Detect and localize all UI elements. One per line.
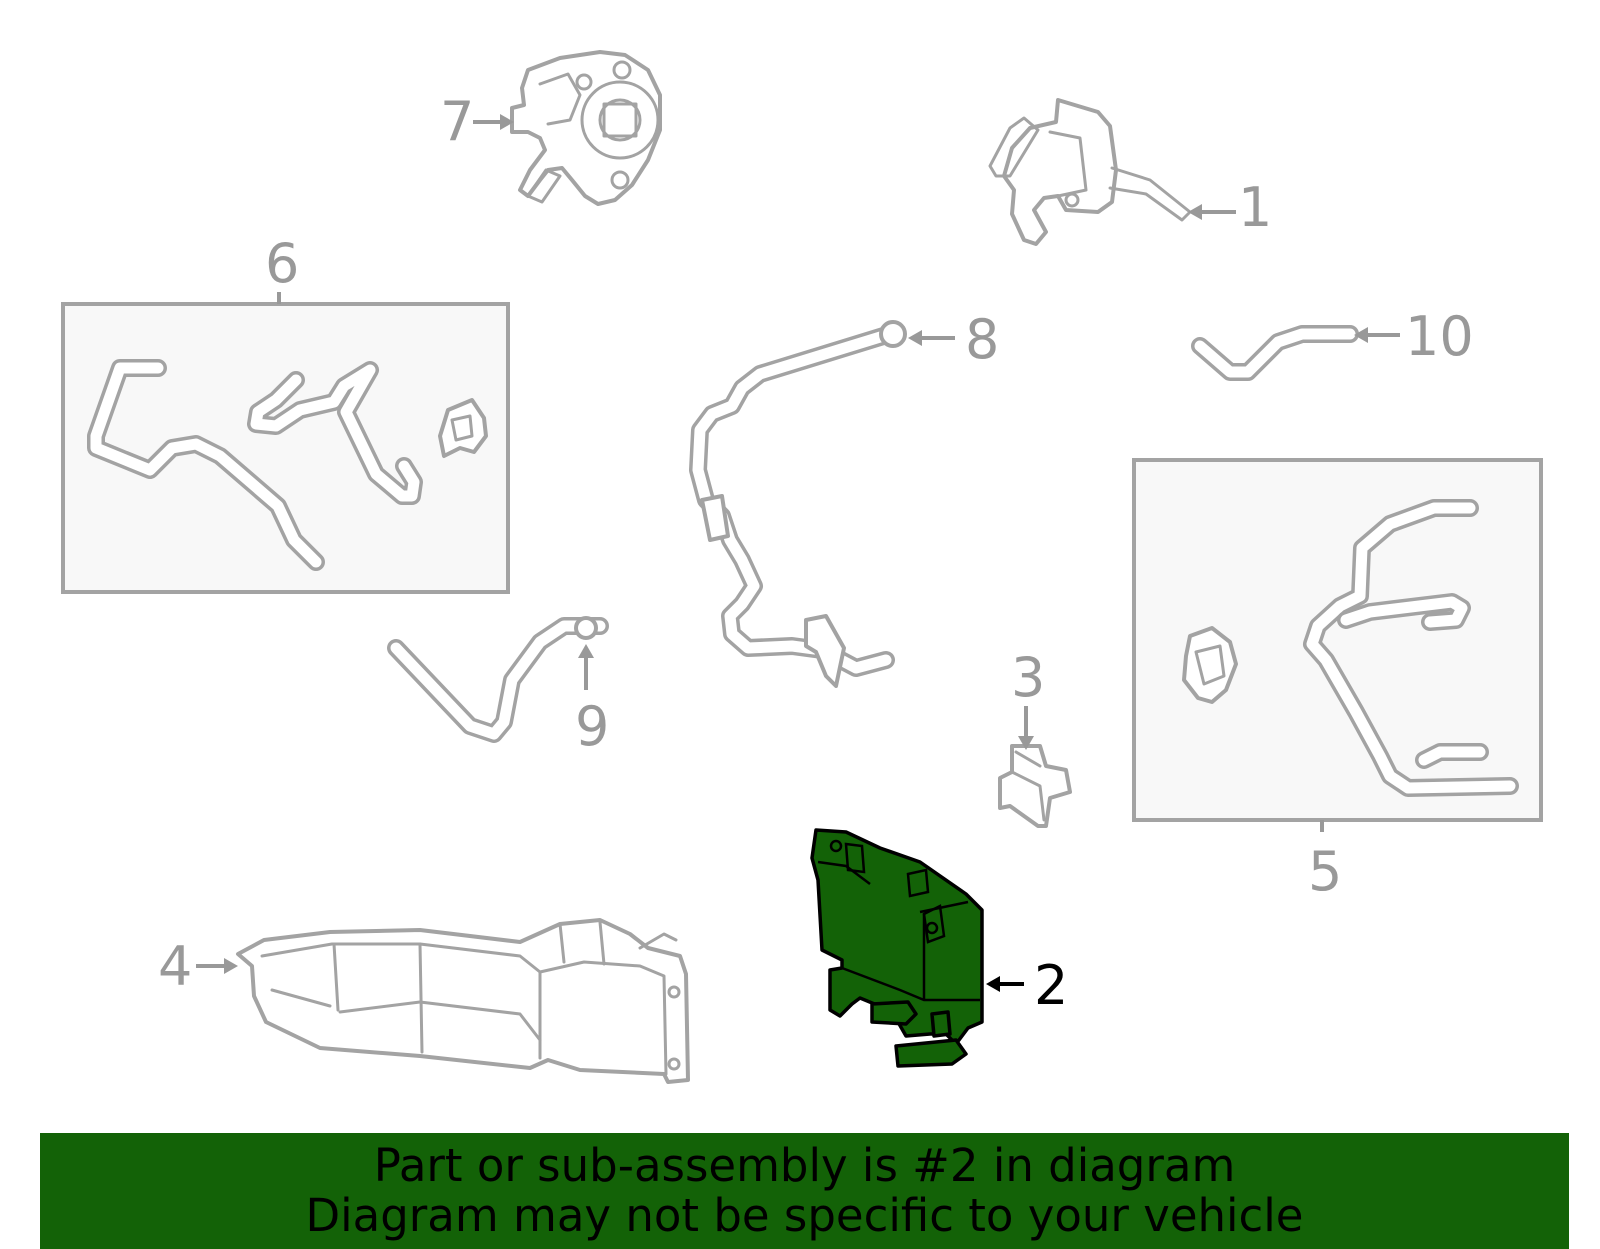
part-6-hose-kit[interactable]: [61, 302, 510, 594]
info-banner: Part or sub-assembly is #2 in diagram Di…: [40, 1133, 1569, 1249]
part-2-oil-cooler[interactable]: [810, 828, 984, 1068]
callout-1: 1: [1188, 176, 1272, 239]
callout-6: 6: [265, 232, 299, 304]
callout-4: 4: [158, 935, 238, 998]
callout-2: 2: [986, 954, 1068, 1017]
callout-4-label: 4: [158, 935, 192, 998]
callout-9: 9: [575, 644, 609, 758]
part-1-water-outlet[interactable]: [988, 98, 1192, 246]
callout-9-label: 9: [575, 695, 609, 758]
callout-8-label: 8: [965, 308, 999, 371]
banner-line-2: Diagram may not be specific to your vehi…: [305, 1189, 1304, 1242]
callout-7-label: 7: [440, 90, 474, 153]
part-7-thermostat-housing[interactable]: [510, 50, 662, 206]
callout-3-label: 3: [1011, 646, 1045, 709]
part-10-hose[interactable]: [1191, 325, 1359, 381]
banner-line-1: Part or sub-assembly is #2 in diagram: [373, 1139, 1236, 1192]
callout-8: 8: [908, 308, 999, 371]
part-9-hose[interactable]: [387, 616, 609, 743]
callout-5-label: 5: [1308, 840, 1342, 903]
callout-2-label: 2: [1034, 954, 1068, 1017]
callout-7: 7: [440, 90, 514, 153]
callout-3: 3: [1011, 646, 1045, 750]
callout-5: 5: [1308, 820, 1342, 903]
callout-10-label: 10: [1405, 305, 1474, 368]
part-3-bracket[interactable]: [998, 744, 1072, 828]
part-5-hose-kit[interactable]: [1132, 458, 1543, 822]
part-8-bypass-pipe[interactable]: [689, 320, 907, 688]
callout-1-label: 1: [1238, 176, 1272, 239]
part-4-air-duct[interactable]: [236, 918, 690, 1084]
callout-6-label: 6: [265, 232, 299, 295]
callout-10: 10: [1354, 305, 1474, 368]
